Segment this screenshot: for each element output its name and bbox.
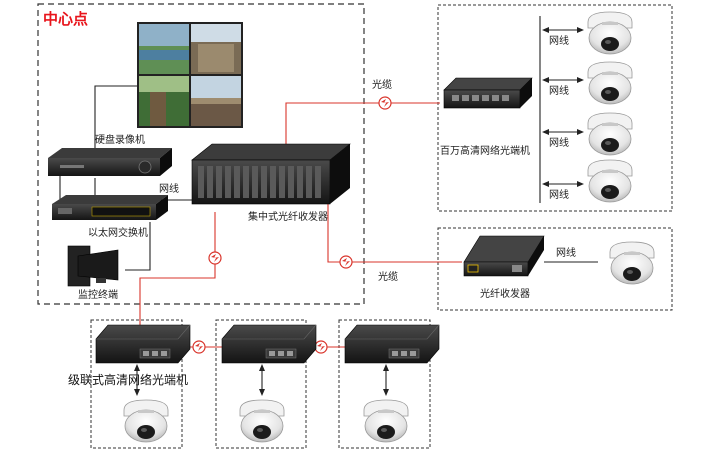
dome-camera-icon: [587, 112, 633, 156]
video-wall: [137, 22, 243, 128]
cascade-terminal-device: [221, 324, 317, 364]
dome-camera-icon: [587, 159, 633, 203]
fiber-bolt-icon: [192, 340, 206, 354]
fiber-bolt-icon: [208, 251, 222, 265]
fiber-lines: [139, 102, 462, 348]
net-line-mid-label: 网线: [556, 246, 576, 259]
camera-link-label: 网线: [549, 84, 569, 97]
fiber-bolt-icon: [339, 255, 353, 269]
cascade-terminal-device: [344, 324, 440, 364]
fiber-bolt-icon: [378, 96, 392, 110]
cascade-arrows: [136, 368, 387, 392]
camera-link-arrows: [546, 29, 580, 185]
monitor-label: 监控终端: [78, 288, 118, 301]
dome-camera-icon: [123, 399, 169, 443]
optical-terminal-device: [443, 77, 533, 109]
fiber-bolt-icon: [314, 340, 328, 354]
camera-link-label: 网线: [549, 34, 569, 47]
dome-camera-icon: [587, 11, 633, 55]
cascade-label: 级联式高清网络光端机: [68, 372, 188, 387]
monitor-terminal-device: [67, 245, 119, 287]
dome-camera-icon: [609, 241, 655, 285]
dome-camera-icon: [587, 61, 633, 105]
camera-link-label: 网线: [549, 188, 569, 201]
cascade-terminal-device: [95, 324, 191, 364]
arrowheads: [134, 364, 389, 396]
cascade-region-3: [338, 319, 431, 449]
fiber-transceiver-device: [463, 235, 545, 277]
dome-camera-icon: [363, 399, 409, 443]
center-title: 中心点: [43, 10, 88, 28]
cable-mid-label: 光缆: [378, 270, 398, 283]
dome-camera-icon: [239, 399, 285, 443]
cascade-region-1: [90, 319, 183, 449]
dvr-label: 硬盘录像机: [95, 133, 145, 146]
camera-link-label: 网线: [549, 136, 569, 149]
fiber-transceiver-label: 光纤收发器: [480, 287, 530, 300]
center-region: [37, 3, 365, 305]
net-line-left-label: 网线: [159, 182, 179, 195]
chassis-label: 集中式光纤收发器: [248, 210, 328, 223]
chassis-transceiver-device: [191, 143, 351, 205]
optical-terminal-region: [437, 4, 673, 212]
dvr-device: [48, 148, 172, 176]
ethernet-switch-device: [52, 195, 168, 220]
fiber-transceiver-region: [437, 227, 673, 311]
cable-top-label: 光缆: [372, 78, 392, 91]
cascade-region-2: [215, 319, 307, 449]
optical-terminal-label: 百万高清网络光端机: [440, 144, 530, 157]
switch-label: 以太网交换机: [88, 226, 148, 239]
arrowheads: [542, 27, 584, 187]
